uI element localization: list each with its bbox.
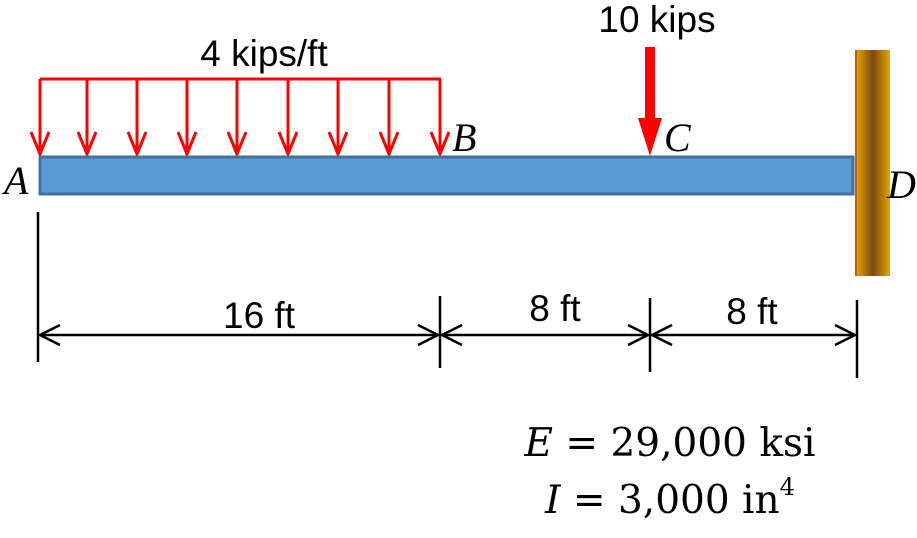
modulus-line: E = 29,000 ksi: [470, 418, 870, 471]
modulus-symbol: E: [524, 421, 553, 466]
inertia-symbol: I: [545, 477, 561, 523]
load-arrow: [327, 79, 349, 158]
inertia-value: 3,000 in: [617, 477, 780, 523]
load-arrow: [76, 79, 98, 158]
dimension-lines: [37, 323, 858, 347]
dimension-ab-label: 16 ft: [223, 295, 296, 336]
point-d-label: D: [886, 162, 916, 207]
equals-sign: =: [572, 477, 618, 523]
load-arrow: [29, 79, 51, 158]
distributed-load-label: 4 kips/ft: [200, 33, 328, 74]
load-arrow: [176, 79, 198, 158]
point-a-label: A: [1, 158, 29, 203]
beam: [38, 155, 855, 196]
dimension-cd: [649, 323, 858, 347]
dimension-cd-label: 8 ft: [726, 291, 778, 332]
load-arrow: [277, 79, 299, 158]
dimension-bc-label: 8 ft: [529, 288, 581, 329]
point-load-label: 10 kips: [598, 0, 715, 40]
modulus-value: 29,000 ksi: [610, 421, 816, 466]
dimension-ab: [37, 323, 441, 347]
load-arrow: [226, 79, 248, 158]
point-b-label: B: [452, 115, 476, 160]
load-arrow: [378, 79, 400, 158]
material-properties: E = 29,000 ksi I = 3,000 in4: [470, 418, 870, 527]
equals-sign: =: [565, 421, 611, 466]
load-arrow: [429, 79, 451, 158]
load-arrow: [126, 79, 148, 158]
fixed-support-wall: [855, 50, 890, 276]
dimension-bc: [439, 323, 651, 347]
point-c-label: C: [664, 115, 692, 160]
distributed-load-arrows: [29, 79, 451, 158]
point-load-arrow: [638, 47, 662, 156]
inertia-exponent: 4: [779, 472, 795, 501]
inertia-line: I = 3,000 in4: [470, 471, 870, 528]
